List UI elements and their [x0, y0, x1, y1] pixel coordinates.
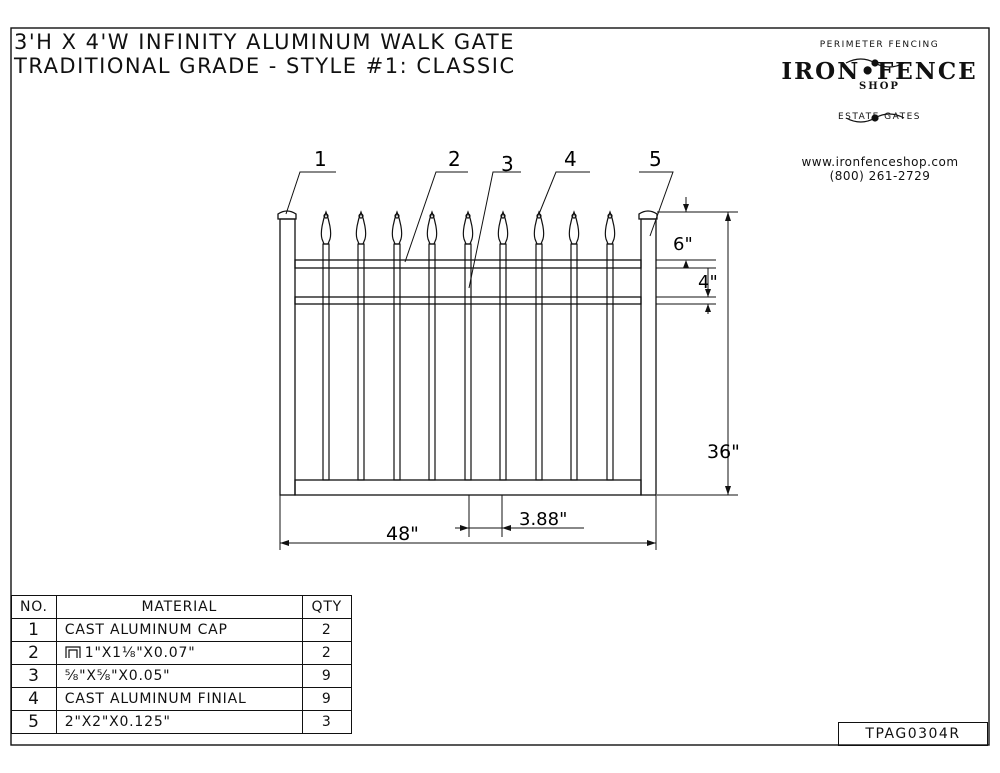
sheet-border: [10, 27, 990, 746]
dim-width: 48": [386, 523, 419, 545]
finial-icon: [533, 210, 545, 245]
callout-2: 2: [448, 147, 461, 171]
bom-qty: 3: [301, 710, 352, 734]
finial-icon: [426, 210, 438, 245]
picket: [606, 243, 614, 481]
dimension-arrows: [280, 204, 731, 546]
finial-icon: [320, 210, 332, 245]
finial-tip: [536, 213, 542, 219]
bom-header-no: NO.: [11, 595, 57, 619]
gate-elevation: [277, 210, 658, 496]
finial-icon: [604, 210, 616, 245]
picket: [499, 243, 507, 481]
pickets: [320, 210, 616, 481]
bom-row: 3 ⅝"X⅝"X0.05" 9: [11, 664, 352, 688]
bill-of-materials: NO. MATERIAL QTY 1 CAST ALUMINUM CAP 2 2…: [11, 595, 352, 734]
picket: [570, 243, 578, 481]
bom-qty: 2: [301, 618, 352, 642]
bom-no: 3: [11, 664, 57, 688]
callout-5: 5: [649, 147, 662, 171]
phone-text: (800) 261-2729: [829, 169, 931, 183]
callout-3: 3: [501, 152, 514, 176]
bom-no: 4: [11, 687, 57, 711]
bom-row: 5 2"X2"X0.125" 3: [11, 710, 352, 734]
picket: [535, 243, 543, 481]
drawing-number: TPAG0304R: [838, 722, 988, 746]
left-post-cap: [277, 210, 297, 220]
bom-qty: 9: [301, 664, 352, 688]
finial-icon: [391, 210, 403, 245]
finial-icon: [462, 210, 474, 245]
bom-row: 1 CAST ALUMINUM CAP 2: [11, 618, 352, 642]
finial-icon: [497, 210, 509, 245]
bom-material: CAST ALUMINUM CAP: [55, 618, 303, 642]
bom-header-row: NO. MATERIAL QTY: [11, 595, 352, 619]
finial-tip: [500, 213, 506, 219]
right-post-cap: [638, 210, 658, 220]
bom-qty: 2: [301, 641, 352, 665]
logo-flourish-bottom: [845, 113, 905, 123]
finial-tip: [323, 213, 329, 219]
dim-height: 36": [707, 441, 740, 463]
callout-4: 4: [564, 147, 577, 171]
bottom-rail: [294, 479, 642, 496]
right-post: [640, 218, 657, 496]
bom-qty: 9: [301, 687, 352, 711]
logo-top-arc: PERIMETER FENCING: [819, 40, 940, 50]
bom-material: 2"X2"X0.125": [55, 710, 303, 734]
finial-tip: [571, 213, 577, 219]
logo-name: IRON•FENCE: [781, 58, 978, 85]
logo-bottom-arc: ESTATE GATES: [837, 112, 922, 122]
finial-tip: [394, 213, 400, 219]
contact-info: www.ironfenceshop.com (800) 261-2729: [780, 155, 980, 183]
dim-top-spacing: 6": [673, 234, 693, 255]
dim-picket-spacing: 3.88": [519, 509, 567, 530]
dimension-lines: [279, 171, 738, 550]
company-logo: PERIMETER FENCING IRON•FENCE SHOP ESTATE…: [772, 40, 987, 122]
logo-flourish-top: [845, 58, 905, 68]
bom-row: 2 1"X1⅛"X0.07" 2: [11, 641, 352, 665]
bom-material-cell: 1"X1⅛"X0.07": [55, 641, 303, 665]
bom-header-material: MATERIAL: [55, 595, 303, 619]
finial-icon: [355, 210, 367, 245]
bom-material: ⅝"X⅝"X0.05": [55, 664, 303, 688]
finial-tip: [607, 213, 613, 219]
dim-rail-spacing: 4": [698, 272, 718, 293]
logo-sub: SHOP: [859, 81, 900, 92]
picket: [428, 243, 436, 481]
drawing-subtitle: TRADITIONAL GRADE - STYLE #1: CLASSIC: [14, 54, 516, 78]
middle-rail: [294, 296, 642, 305]
picket: [322, 243, 330, 481]
top-rail: [294, 259, 642, 269]
picket: [357, 243, 365, 481]
bom-row: 4 CAST ALUMINUM FINIAL 9: [11, 687, 352, 711]
finial-icon: [568, 210, 580, 245]
bom-no: 1: [11, 618, 57, 642]
picket: [393, 243, 401, 481]
bom-no: 2: [11, 641, 57, 665]
callout-1: 1: [314, 147, 327, 171]
u-channel-icon: [65, 646, 81, 658]
finial-tip: [429, 213, 435, 219]
bom-material: 1"X1⅛"X0.07": [84, 645, 196, 661]
picket: [464, 243, 472, 481]
bom-no: 5: [11, 710, 57, 734]
drawing-title: 3'H X 4'W INFINITY ALUMINUM WALK GATE: [14, 30, 515, 54]
bom-header-qty: QTY: [301, 595, 352, 619]
website-text: www.ironfenceshop.com: [801, 155, 959, 169]
left-post: [279, 218, 296, 496]
finial-tip: [465, 213, 471, 219]
finial-tip: [358, 213, 364, 219]
bom-material: CAST ALUMINUM FINIAL: [55, 687, 303, 711]
